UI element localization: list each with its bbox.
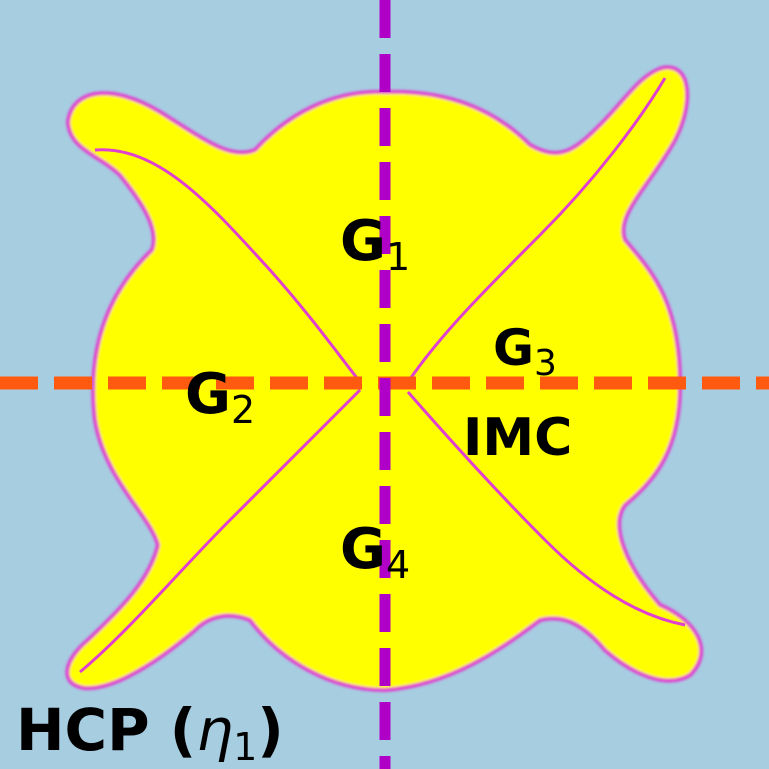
grain-boundary-g2-g4 <box>79 388 362 674</box>
label-g2: G2 <box>185 362 255 432</box>
grain-boundary-g1-g3 <box>406 77 667 383</box>
grain-boundary-g3-g4 <box>406 391 686 627</box>
label-hcp-matrix: HCP (η1) <box>16 696 284 769</box>
label-imc: IMC <box>463 408 572 468</box>
label-g3: G3 <box>493 319 557 384</box>
label-g1: G1 <box>340 209 410 279</box>
grain-boundary-g1-g2 <box>94 148 362 383</box>
label-g4: G4 <box>340 517 410 587</box>
